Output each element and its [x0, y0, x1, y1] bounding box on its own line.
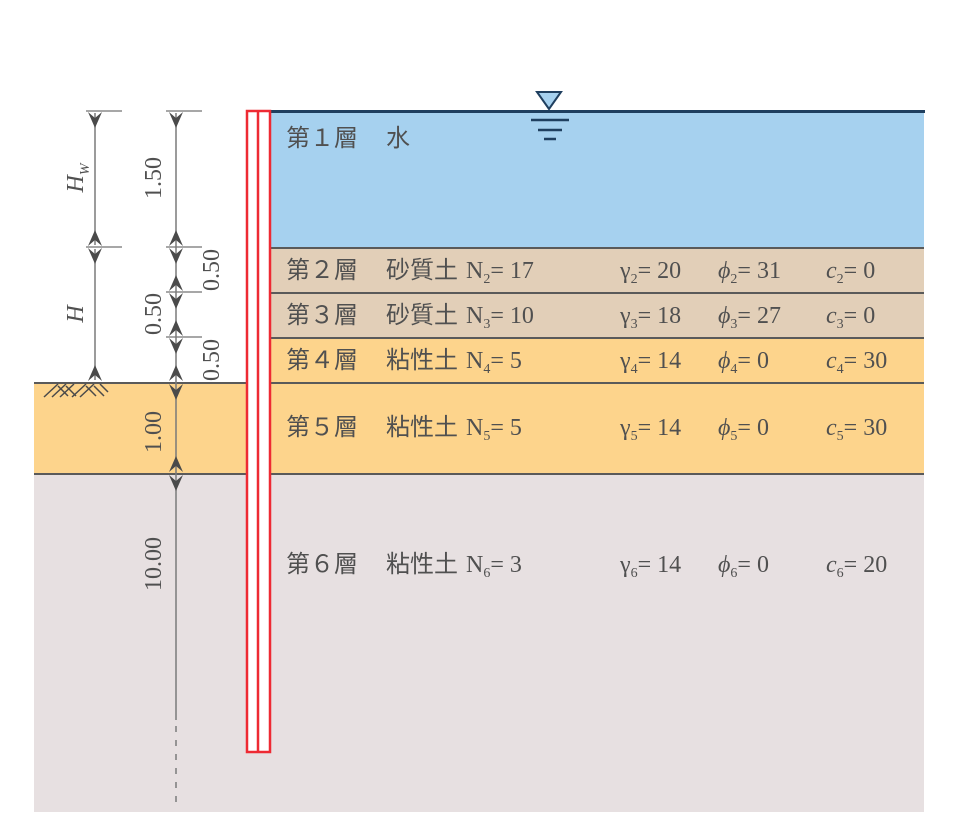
n-value: N2= 17: [466, 258, 534, 287]
layer-3-sand: [271, 293, 924, 338]
phi-value: ϕ6= 0: [718, 552, 769, 581]
n-value: N6= 3: [466, 552, 522, 581]
ground-surface-line: [34, 382, 924, 384]
dim-label-0-50-a: 0.50: [199, 249, 225, 291]
c-value: c4= 30: [826, 348, 888, 377]
layer-number: 第１層: [286, 126, 358, 152]
soil-type: 水: [386, 126, 410, 152]
gamma-value: γ2= 20: [620, 258, 682, 287]
n-value: N4= 5: [466, 348, 522, 377]
phi-value: ϕ3= 27: [718, 303, 781, 332]
soil-type: 砂質土: [386, 258, 458, 284]
c-value: c2= 0: [826, 258, 876, 287]
layer-6-clay: [34, 474, 924, 812]
layer-number: 第６層: [286, 552, 358, 578]
dim-label-1-00: 1.00: [141, 411, 167, 453]
water-level-icon: [531, 91, 569, 141]
n-value: N5= 5: [466, 415, 522, 444]
soil-type: 砂質土: [386, 303, 458, 329]
dimension-column-symbolic: [88, 112, 102, 381]
divider-5-6: [34, 473, 924, 475]
layer-number: 第４層: [286, 348, 358, 374]
dim-label-1-50: 1.50: [141, 157, 167, 199]
divider-3-4: [271, 337, 924, 339]
n-value: N3= 10: [466, 303, 534, 332]
layer-number: 第２層: [286, 258, 358, 284]
dim-label-0-50-b: 0.50: [141, 293, 167, 335]
dim-label-hw: HW: [63, 163, 93, 193]
extension-lines: [86, 110, 202, 338]
dim-label-0-50-c: 0.50: [199, 339, 225, 381]
layer-5-clay: [34, 383, 924, 474]
c-value: c6= 20: [826, 552, 888, 581]
gamma-value: γ3= 18: [620, 303, 682, 332]
layer-1-water: [271, 111, 924, 248]
sheet-pile: [245, 109, 272, 754]
soil-type: 粘性土: [386, 415, 458, 441]
layer-number: 第３層: [286, 303, 358, 329]
layer-number: 第５層: [286, 415, 358, 441]
phi-value: ϕ4= 0: [718, 348, 769, 377]
layer-2-sand: [271, 248, 924, 293]
phi-value: ϕ2= 31: [718, 258, 781, 287]
gamma-value: γ5= 14: [620, 415, 682, 444]
dim-label-h: H: [63, 305, 89, 323]
dim-label-10-00: 10.00: [141, 537, 167, 591]
soil-type: 粘性土: [386, 348, 458, 374]
water-surface-line: [271, 110, 925, 113]
phi-value: ϕ5= 0: [718, 415, 769, 444]
soil-type: 粘性土: [386, 552, 458, 578]
dimension-column-numeric: [169, 112, 183, 810]
c-value: c5= 30: [826, 415, 888, 444]
gamma-value: γ4= 14: [620, 348, 682, 377]
layer-4-clay: [271, 338, 924, 383]
divider-2-3: [271, 292, 924, 294]
ground-hatch-icon: [43, 383, 109, 398]
divider-1-2: [271, 247, 924, 249]
gamma-value: γ6= 14: [620, 552, 682, 581]
c-value: c3= 0: [826, 303, 876, 332]
